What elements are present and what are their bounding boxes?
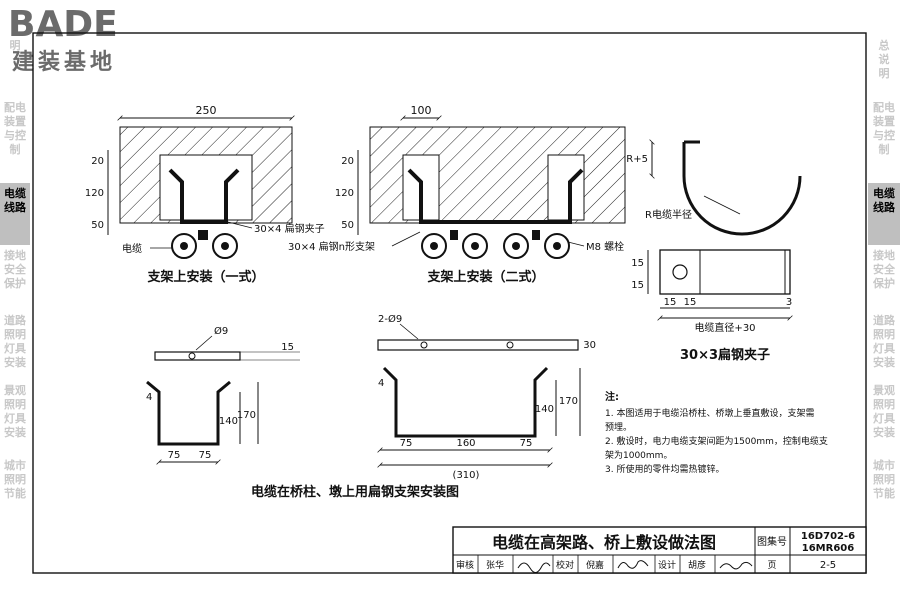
view2-dim-50: 50 [341,220,354,231]
cable-group-2 [421,230,570,259]
left-nav-item[interactable]: 明 [9,39,21,52]
clip-title: 30×3扁钢夹子 [680,347,770,363]
view1-dim-20: 20 [91,156,104,167]
bracket-b-dim-4: 4 [378,378,384,389]
right-nav-item[interactable]: 接地 安全 保护 [873,249,895,290]
clip-curve [682,142,802,236]
check-name: 倪嘉 [586,559,604,571]
bracket-a-dim-170: 170 [237,410,256,421]
bracket-b-dim-140: 140 [535,404,554,415]
notes: 注: 1. 本图适用于电缆沿桥柱、桥墩上垂直敷设，支架需 预埋。 2. 敷设时，… [605,390,828,475]
left-nav-item[interactable]: 接地 安全 保护 [4,249,26,290]
review-name: 张华 [486,559,504,571]
bracket-b-dim-160: 160 [456,438,475,449]
bracket-a-hole: Ø9 [214,325,228,337]
right-nav-item[interactable]: 电缆 线路 [868,183,900,245]
view2-label-bracket: 30×4 扁钢n形支架 [288,240,375,253]
left-nav-item[interactable]: 景观 照明 灯具 安装 [4,384,26,439]
note-line: 1. 本图适用于电缆沿桥柱、桥墩上垂直敷设，支架需 [605,407,814,419]
left-nav-item[interactable]: 城市 照明 节能 [4,459,26,500]
bracket-b-detail: 2-Ø9 30 4 140 170 75 160 75 (310) [377,313,596,481]
view2-title: 支架上安装（二式） [426,269,544,285]
right-nav-item[interactable]: 城市 照明 节能 [873,459,895,500]
atlas-number-1: 16D702-6 [801,531,855,542]
left-nav-item[interactable]: 配电 装置 与控 制 [4,101,26,156]
figure-caption: 电缆在桥柱、墩上用扁钢支架安装图 [251,484,459,500]
note-line: 2. 敷设时，电力电缆支架间距为1500mm，控制电缆支 [605,435,828,447]
bracket-b-hole: 2-Ø9 [378,313,402,325]
page-number: 2-5 [820,560,836,571]
clip-r-label: R电缆半径 [645,208,692,221]
bracket-b-dim-170: 170 [559,396,578,407]
right-nav-item[interactable]: 景观 照明 灯具 安装 [873,384,895,439]
view1-dim-50: 50 [91,220,104,231]
view1-label-clip: 30×4 扁钢夹子 [254,222,325,235]
design-signature [719,561,753,570]
atlas-number-2: 16MR606 [802,543,854,554]
check-label: 校对 [556,559,574,571]
bracket-b-dim-75b: 75 [520,438,533,449]
left-nav-item[interactable]: 道路 照明 灯具 安装 [4,314,26,369]
embedded-plate-1 [159,154,253,221]
clip-detail: R+5 R电缆半径 15 15 15 15 3 电缆直径+30 30×3扁钢夹子 [626,139,802,363]
bracket-a-dim-75b: 75 [199,450,212,461]
design-name: 胡彦 [688,559,706,571]
drawing-title: 电缆在高架路、桥上敷设做法图 [492,533,716,552]
note-line: 架为1000mm。 [605,449,672,461]
bade-logo-mark: BADE [8,4,118,42]
title-block: 电缆在高架路、桥上敷设做法图 图集号 16D702-6 16MR606 审核 张… [452,526,867,574]
view2-dim-20: 20 [341,156,354,167]
right-nav-item[interactable]: 总 说 明 [878,39,890,80]
bracket-b-dim-t: 30 [583,340,596,351]
clip-dim-r5: R+5 [626,154,648,165]
view2-install-type2: 100 20 120 50 30×4 扁钢n形支架 M8 螺栓 支架上安装（二式… [288,104,626,285]
right-nav-item[interactable]: 道路 照明 灯具 安装 [873,314,895,369]
cable-group-1 [171,230,238,259]
clip-dim-h1: 15 [664,297,677,308]
right-nav-item[interactable]: 配电 装置 与控 制 [873,101,895,156]
review-label: 审核 [456,559,474,571]
view1-title: 支架上安装（一式） [146,269,264,285]
view1-label-cable: 电缆 [122,242,142,255]
bade-logo: BADE 建装基地 [4,2,154,75]
bracket-a-dim-75a: 75 [168,450,181,461]
logo-subtitle: 建装基地 [12,50,117,75]
bracket-a-dim-t: 15 [281,342,294,353]
view1-dim-120: 120 [85,188,104,199]
note-line: 预埋。 [605,422,632,433]
left-nav-item[interactable]: 电缆 线路 [0,183,30,245]
bracket-1 [168,168,240,224]
clip-dim-v2: 15 [631,280,644,291]
bracket-b-dim-total: (310) [453,470,480,481]
view1-dim-width: 250 [196,104,217,117]
bracket-a-dim-4: 4 [146,392,152,403]
notes-heading: 注: [605,390,619,403]
right-section-nav: 总 说 明配电 装置 与控 制电缆 线路接地 安全 保护道路 照明 灯具 安装景… [868,35,900,525]
left-section-nav: 明配电 装置 与控 制电缆 线路接地 安全 保护道路 照明 灯具 安装景观 照明… [0,35,30,525]
note-line: 3. 所使用的零件均需热镀锌。 [605,463,724,475]
page-label: 页 [767,560,776,571]
view2-dim-120: 120 [335,188,354,199]
review-signature [517,562,551,573]
clip-dim-bottom: 电缆直径+30 [694,321,755,334]
clip-dim-v1: 15 [631,258,644,269]
view2-dim-width: 100 [411,104,432,117]
bracket-2 [407,168,584,224]
sheet-frame [32,32,867,574]
bracket-a-dim-140: 140 [219,416,238,427]
view2-label-bolt: M8 螺栓 [586,240,624,253]
atlas-label: 图集号 [757,535,787,548]
check-signature [617,560,649,569]
bracket-a-detail: Ø9 15 4 140 170 75 75 [146,325,300,465]
clip-hole [672,264,688,280]
logo-brand: BADE [8,4,118,42]
clip-dim-h2: 15 [684,297,697,308]
view1-install-type1: 250 20 120 50 30×4 扁钢夹子 电缆 支架上安装（一式） [85,104,325,285]
design-label: 设计 [658,559,676,571]
bracket-b-dim-75a: 75 [400,438,413,449]
clip-dim-h3: 3 [786,297,792,308]
